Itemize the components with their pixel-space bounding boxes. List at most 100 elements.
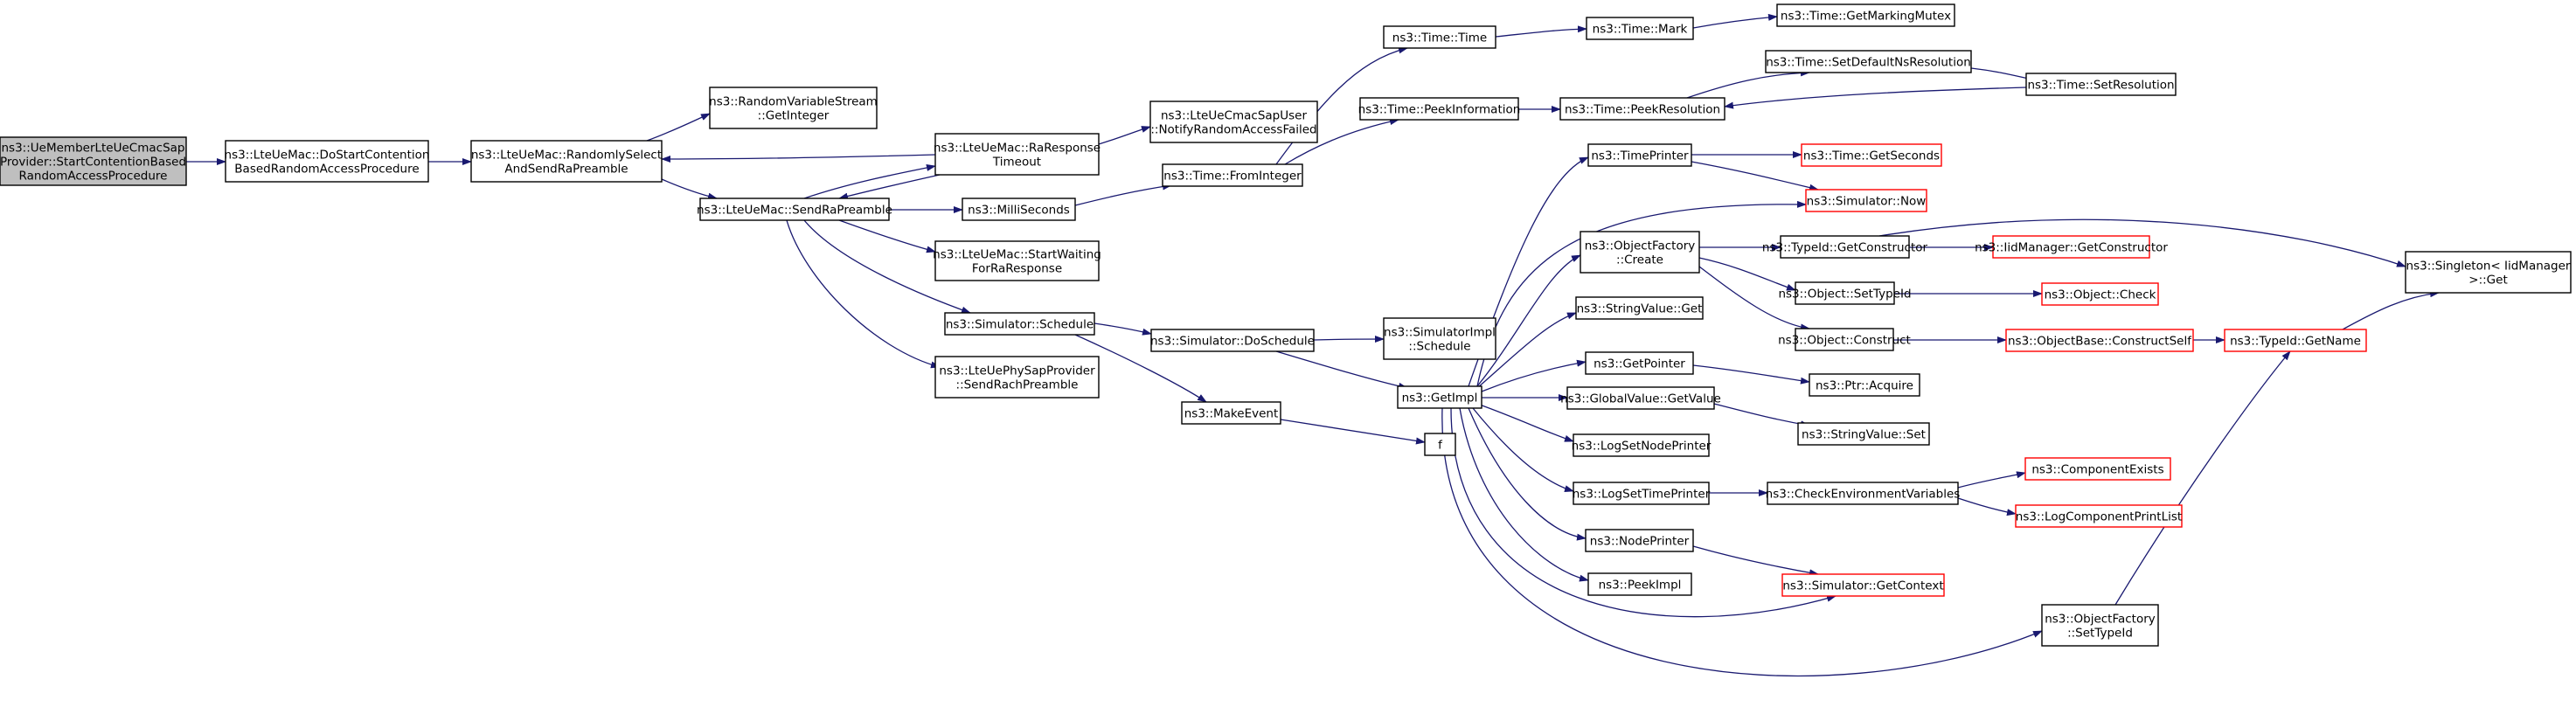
node-box[interactable] xyxy=(1992,235,2150,259)
node-box[interactable] xyxy=(2015,504,2183,528)
node-box[interactable] xyxy=(709,87,878,129)
node-logSetNode[interactable]: ns3::LogSetNodePrinter xyxy=(1572,433,1712,457)
node-root[interactable]: ns3::UeMemberLteUeCmacSapProvider::Start… xyxy=(0,136,187,186)
node-simImplSched[interactable]: ns3::SimulatorImpl::Schedule xyxy=(1383,317,1496,360)
node-logCompList[interactable]: ns3::LogComponentPrintList xyxy=(2015,504,2183,528)
node-box[interactable] xyxy=(1805,189,1927,212)
node-box[interactable] xyxy=(1801,143,1942,167)
node-box[interactable] xyxy=(1587,572,1692,596)
node-box[interactable] xyxy=(2405,251,2572,294)
node-setRes[interactable]: ns3::Time::SetResolution xyxy=(2025,73,2177,96)
node-box[interactable] xyxy=(1587,143,1692,167)
node-checkEnv[interactable]: ns3::CheckEnvironmentVariables xyxy=(1766,482,1961,505)
node-box[interactable] xyxy=(1575,296,1704,320)
node-box[interactable] xyxy=(1767,482,1959,505)
node-box[interactable] xyxy=(1559,97,1725,121)
node-box[interactable] xyxy=(2024,457,2171,481)
node-milli[interactable]: ns3::MilliSeconds xyxy=(962,198,1076,221)
node-objConstruct[interactable]: ns3::Object::Construct xyxy=(1778,328,1911,351)
node-peekRes[interactable]: ns3::Time::PeekResolution xyxy=(1559,97,1725,121)
node-peekInfo[interactable]: ns3::Time::PeekInformation xyxy=(1358,97,1521,121)
node-box[interactable] xyxy=(1566,386,1715,410)
node-typeGetCtor[interactable]: ns3::TypeId::GetConstructor xyxy=(1762,235,1928,259)
node-doSched[interactable]: ns3::Simulator::DoSchedule xyxy=(1150,329,1315,352)
node-f[interactable]: f xyxy=(1424,433,1456,456)
node-constructSelf[interactable]: ns3::ObjectBase::ConstructSelf xyxy=(2005,329,2194,352)
node-box[interactable] xyxy=(934,356,1100,399)
node-getImpl[interactable]: ns3::GetImpl xyxy=(1397,385,1482,409)
node-box[interactable] xyxy=(1573,433,1710,457)
node-box[interactable] xyxy=(1797,422,1930,446)
node-box[interactable] xyxy=(944,312,1095,336)
node-box[interactable] xyxy=(934,240,1100,281)
node-box[interactable] xyxy=(1585,529,1694,552)
node-timeTime[interactable]: ns3::Time::Time xyxy=(1383,25,1496,49)
node-box[interactable] xyxy=(1781,573,1945,597)
node-peekImpl[interactable]: ns3::PeekImpl xyxy=(1587,572,1692,596)
node-box[interactable] xyxy=(1795,328,1894,351)
node-box[interactable] xyxy=(1359,97,1519,121)
node-box[interactable] xyxy=(2025,73,2177,96)
node-box[interactable] xyxy=(1383,25,1496,49)
node-box[interactable] xyxy=(1780,235,1910,259)
node-sendRa[interactable]: ns3::LteUeMac::SendRaPreamble xyxy=(697,198,892,221)
node-rvsGet[interactable]: ns3::RandomVariableStream::GetInteger xyxy=(709,87,878,129)
node-logSetTime[interactable]: ns3::LogSetTimePrinter xyxy=(1573,482,1711,505)
node-timePrinter[interactable]: ns3::TimePrinter xyxy=(1587,143,1692,167)
node-objFactSetType[interactable]: ns3::ObjectFactory::SetTypeId xyxy=(2041,604,2159,647)
node-box[interactable] xyxy=(1383,317,1496,360)
node-randSel[interactable]: ns3::LteUeMac::RandomlySelectAndSendRaPr… xyxy=(470,140,663,183)
node-doStart[interactable]: ns3::LteUeMac::DoStartContentionBasedRan… xyxy=(225,140,430,183)
node-getSeconds[interactable]: ns3::Time::GetSeconds xyxy=(1801,143,1942,167)
node-iidGetCtor[interactable]: ns3::IidManager::GetConstructor xyxy=(1975,235,2168,259)
node-box[interactable] xyxy=(1586,17,1694,40)
node-timeMark[interactable]: ns3::Time::Mark xyxy=(1586,17,1694,40)
node-box[interactable] xyxy=(1397,385,1482,409)
node-box[interactable] xyxy=(2041,282,2159,306)
node-schedule[interactable]: ns3::Simulator::Schedule xyxy=(944,312,1095,336)
node-box[interactable] xyxy=(1765,50,1972,73)
node-objCheck[interactable]: ns3::Object::Check xyxy=(2041,282,2159,306)
node-simGetCtx[interactable]: ns3::Simulator::GetContext xyxy=(1781,573,1945,597)
node-simNow[interactable]: ns3::Simulator::Now xyxy=(1805,189,1927,212)
node-strValSet[interactable]: ns3::StringValue::Set xyxy=(1797,422,1930,446)
node-box[interactable] xyxy=(1424,433,1456,456)
node-singleton[interactable]: ns3::Singleton< IidManager >::Get xyxy=(2405,251,2572,294)
node-getPointer[interactable]: ns3::GetPointer xyxy=(1585,351,1694,375)
node-box[interactable] xyxy=(1585,351,1694,375)
node-notify[interactable]: ns3::LteUeCmacSapUser::NotifyRandomAcces… xyxy=(1149,101,1318,143)
node-compExists[interactable]: ns3::ComponentExists xyxy=(2024,457,2171,481)
node-box[interactable] xyxy=(1149,101,1318,143)
node-box[interactable] xyxy=(2041,604,2159,647)
node-setDefNs[interactable]: ns3::Time::SetDefaultNsResolution xyxy=(1765,50,1972,73)
node-box[interactable] xyxy=(699,198,890,221)
node-ptrAcquire[interactable]: ns3::Ptr::Acquire xyxy=(1809,373,1920,397)
node-markMutex[interactable]: ns3::Time::GetMarkingMutex xyxy=(1776,3,1955,27)
node-box[interactable] xyxy=(962,198,1076,221)
node-nodePrinter[interactable]: ns3::NodePrinter xyxy=(1585,529,1694,552)
node-setTypeId[interactable]: ns3::Object::SetTypeId xyxy=(1778,281,1912,305)
node-sendRach[interactable]: ns3::LteUePhySapProvider::SendRachPreamb… xyxy=(934,356,1100,399)
node-box[interactable] xyxy=(1150,329,1315,352)
node-box[interactable] xyxy=(934,133,1100,176)
node-fromInt[interactable]: ns3::Time::FromInteger xyxy=(1162,163,1303,187)
node-strValGet[interactable]: ns3::StringValue::Get xyxy=(1575,296,1704,320)
node-box[interactable] xyxy=(0,136,187,186)
node-box[interactable] xyxy=(1580,231,1700,274)
node-box[interactable] xyxy=(1776,3,1955,27)
node-box[interactable] xyxy=(1181,401,1281,425)
node-box[interactable] xyxy=(1795,281,1895,305)
node-box[interactable] xyxy=(225,140,429,183)
node-typeGetName[interactable]: ns3::TypeId::GetName xyxy=(2224,329,2367,352)
node-box[interactable] xyxy=(1573,482,1710,505)
node-box[interactable] xyxy=(1162,163,1303,187)
node-box[interactable] xyxy=(1809,373,1920,397)
node-box[interactable] xyxy=(2224,329,2367,352)
node-objFactCreate[interactable]: ns3::ObjectFactory::Create xyxy=(1580,231,1700,274)
node-gvGetValue[interactable]: ns3::GlobalValue::GetValue xyxy=(1560,386,1721,410)
node-makeEvent[interactable]: ns3::MakeEvent xyxy=(1181,401,1281,425)
node-box[interactable] xyxy=(470,140,663,183)
node-box[interactable] xyxy=(2005,329,2194,352)
